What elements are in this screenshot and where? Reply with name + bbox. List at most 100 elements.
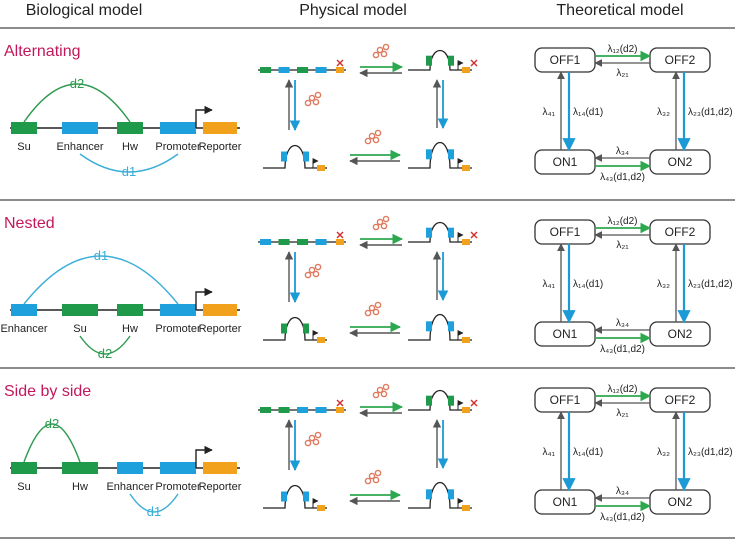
x-stroke [336, 59, 344, 67]
state-label: ON1 [553, 495, 578, 509]
element-label: Su [17, 141, 30, 153]
dna-loop [408, 141, 472, 171]
protein-cluster-icon [364, 301, 382, 317]
mini-reporter [462, 67, 470, 73]
state-label: ON2 [668, 327, 693, 341]
element-reporter [203, 304, 237, 316]
loop-path [408, 50, 472, 71]
x-stroke [470, 231, 478, 239]
dna-loop [263, 145, 327, 171]
protein-dot [304, 271, 312, 279]
physical-model [258, 215, 478, 343]
loop-path [408, 141, 472, 169]
promoter-arrow-icon [457, 158, 464, 168]
element-label: Hw [122, 323, 138, 335]
promoter-arrow-icon [195, 445, 213, 468]
blocked-x-icon [470, 59, 478, 67]
element-enhancer [11, 304, 37, 316]
protein-dot [372, 308, 380, 316]
protein-dot [368, 472, 376, 480]
mini-reporter [317, 165, 325, 171]
loop-element [448, 55, 454, 66]
rate-label: λ₁₄(d1) [573, 107, 603, 118]
promoter-arrow-icon [457, 400, 464, 410]
dna-loop [263, 485, 327, 511]
row-title: Side by side [4, 383, 91, 400]
arc-bottom [129, 493, 179, 513]
element-label: Enhancer [106, 481, 153, 493]
header-physical: Physical model [299, 2, 407, 19]
physical-model [258, 383, 478, 511]
x-stroke [336, 231, 344, 239]
element-label: Promoter [155, 323, 201, 335]
row-title: Alternating [4, 43, 81, 60]
mini-element [297, 67, 309, 73]
arc-top [23, 423, 81, 463]
rate-label: λ₂₃(d1,d2) [688, 447, 733, 458]
x-stroke [470, 399, 478, 407]
distance-label-bottom: d2 [98, 346, 112, 361]
dna-loop [408, 313, 472, 343]
arc-bottom [79, 153, 179, 173]
protein-dot [314, 431, 322, 439]
protein-dot [364, 477, 372, 485]
rate-label: λ₁₂(d2) [607, 44, 637, 55]
mini-element [315, 407, 327, 413]
promoter-arrow-icon [457, 232, 464, 242]
mini-element [297, 239, 309, 245]
element-label: Reporter [199, 323, 242, 335]
rate-label: λ₂₁ [616, 68, 629, 79]
element-label: Hw [72, 481, 88, 493]
protein-dot [382, 383, 390, 391]
protein-dot [380, 222, 388, 230]
loop-element [426, 489, 432, 500]
loop-element [281, 151, 287, 162]
rate-label: λ₄₃(d1,d2) [600, 172, 645, 183]
state-label: OFF1 [550, 393, 581, 407]
protein-cluster-icon [372, 43, 390, 59]
loop-element [426, 149, 432, 160]
rate-label: λ₂₁ [616, 240, 629, 251]
protein-dot [372, 223, 380, 231]
protein-dot [372, 136, 380, 144]
rate-label: λ₃₂ [657, 447, 670, 458]
element-promoter [160, 462, 196, 474]
promoter-arrow-icon [312, 498, 319, 508]
mini-element [278, 67, 290, 73]
protein-cluster-icon [372, 383, 390, 399]
protein-dot [382, 215, 390, 223]
element-label: Reporter [199, 141, 242, 153]
protein-dot [376, 46, 384, 54]
rate-label: λ₄₁ [543, 279, 556, 290]
loop-element [426, 55, 432, 66]
state-label: OFF2 [665, 225, 696, 239]
rate-label: λ₃₄ [616, 486, 629, 497]
element-su [11, 122, 37, 134]
protein-dot [372, 391, 380, 399]
loop-element [426, 321, 432, 332]
protein-dot [374, 129, 382, 137]
mini-reporter [336, 239, 344, 245]
protein-dot [314, 91, 322, 99]
element-label: Hw [122, 141, 138, 153]
protein-dot [312, 270, 320, 278]
loop-path [408, 222, 472, 243]
dna-loop [408, 222, 472, 245]
mini-reporter [462, 505, 470, 511]
promoter-arrow-icon [195, 105, 213, 128]
protein-cluster-icon [304, 263, 322, 279]
rate-label: λ₁₂(d2) [607, 216, 637, 227]
rate-label: λ₃₄ [616, 318, 629, 329]
loop-path [263, 145, 327, 169]
x-stroke [470, 59, 478, 67]
state-label: OFF2 [665, 53, 696, 67]
physical-model [258, 43, 478, 171]
arc-top [23, 255, 179, 305]
protein-dot [374, 469, 382, 477]
element-label: Enhancer [0, 323, 47, 335]
protein-cluster-icon [364, 469, 382, 485]
loop-path [408, 481, 472, 509]
rate-label: λ₄₃(d1,d2) [600, 344, 645, 355]
